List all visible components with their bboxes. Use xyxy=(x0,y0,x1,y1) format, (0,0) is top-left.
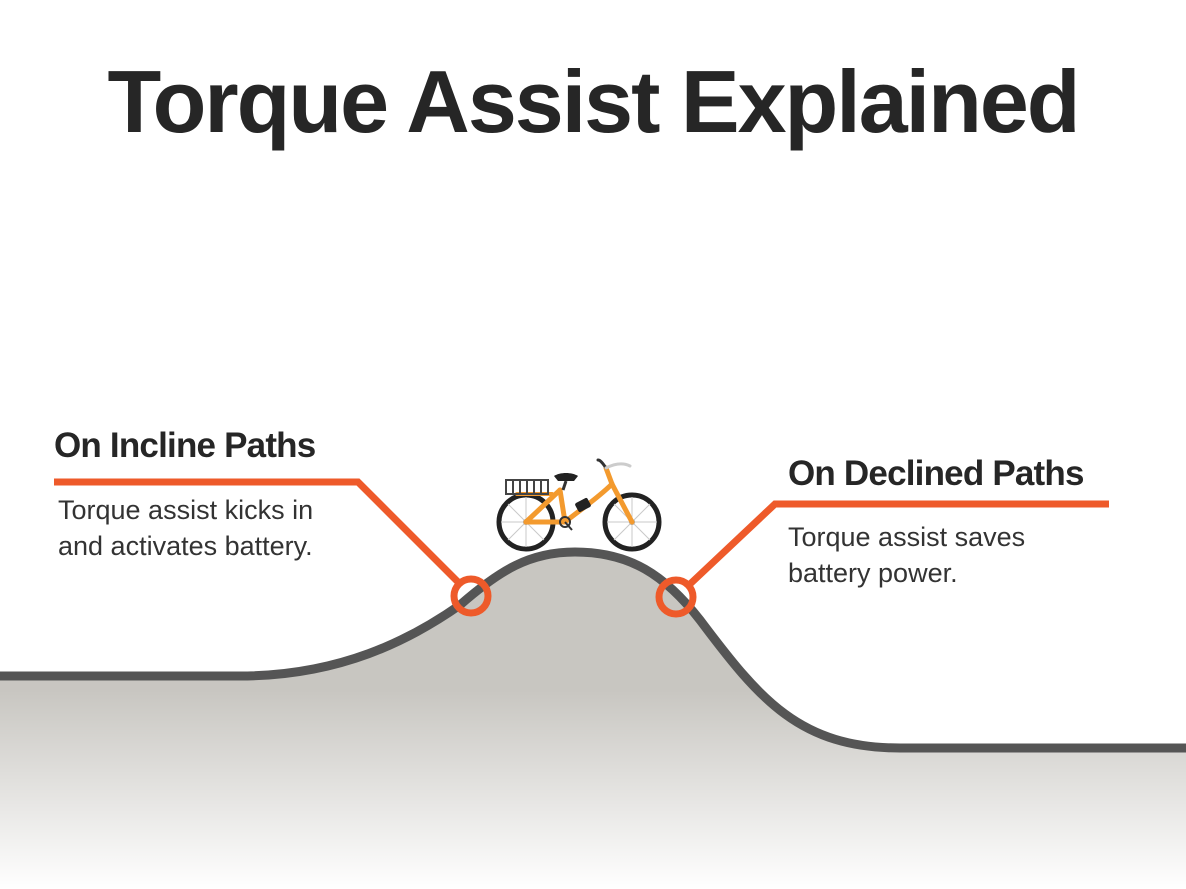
incline-callout-line xyxy=(54,478,461,585)
incline-heading: On Incline Paths xyxy=(54,426,316,465)
incline-description: Torque assist kicks in and activates bat… xyxy=(58,492,313,564)
incline-description-line: Torque assist kicks in xyxy=(58,495,314,525)
decline-description-line: battery power. xyxy=(788,558,958,588)
battery xyxy=(575,498,591,512)
saddle xyxy=(554,473,578,481)
decline-description: Torque assist saves battery power. xyxy=(788,519,1025,591)
page-title: Torque Assist Explained xyxy=(107,52,1080,151)
incline-marker xyxy=(450,575,492,617)
decline-marker xyxy=(655,576,697,618)
terrain-line xyxy=(0,547,1186,753)
incline-description-line: and activates battery. xyxy=(58,531,313,561)
decline-heading: On Declined Paths xyxy=(788,454,1084,493)
decline-description-line: Torque assist saves xyxy=(788,522,1026,552)
front-wheel xyxy=(602,492,662,552)
bicycle-icon xyxy=(496,458,662,552)
decline-callout-line xyxy=(686,500,1109,588)
ground-fade xyxy=(0,690,1186,889)
